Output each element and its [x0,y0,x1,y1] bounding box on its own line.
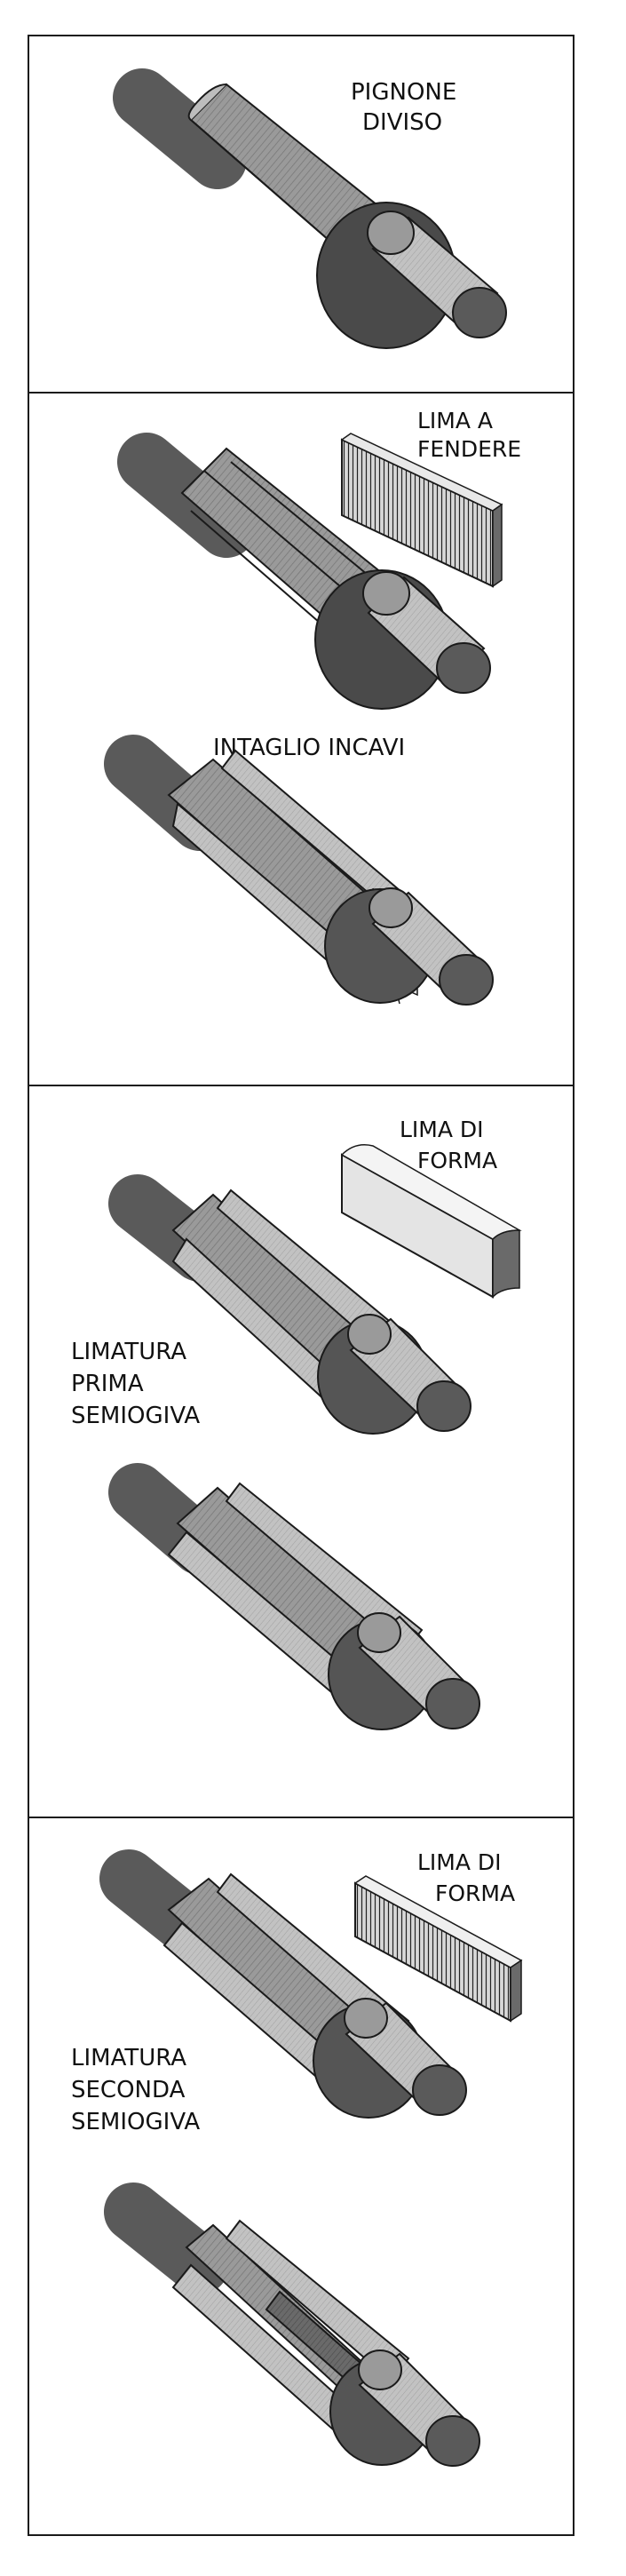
pinion-second-semiogive-drawing [99,1849,467,2119]
label-lima-fendere: LIMA A FENDERE [417,408,521,462]
label-seconda-semiogiva: LIMATURA SECONDA SEMIOGIVA [71,2045,200,2135]
label-lima-forma-1: LIMA DI FORMA [400,1117,497,1173]
splitting-file-drawing [340,433,503,588]
pinion-slotted-drawing [117,433,491,710]
pinion-slots-cut-drawing [104,735,494,1006]
pinion-first-semiogive-drawing [108,1174,471,1435]
form-file-drawing-2 [353,1875,523,2023]
label-lima-forma-2: LIMA DI FORMA [417,1849,515,1906]
form-file-drawing-1 [340,1144,522,1299]
label-pignone: PIGNONE DIVISO [351,79,464,136]
label-prima-semiogiva: LIMATURA PRIMA SEMIOGIVA [71,1339,200,1429]
panel-4-frame [28,1817,574,2536]
pinion-finished-drawing [104,2182,480,2467]
label-intaglio-incavi: INTAGLIO INCAVI [213,735,405,761]
pinion-blank-drawing [113,68,507,349]
pinion-after-first-drawing [108,1463,480,1730]
